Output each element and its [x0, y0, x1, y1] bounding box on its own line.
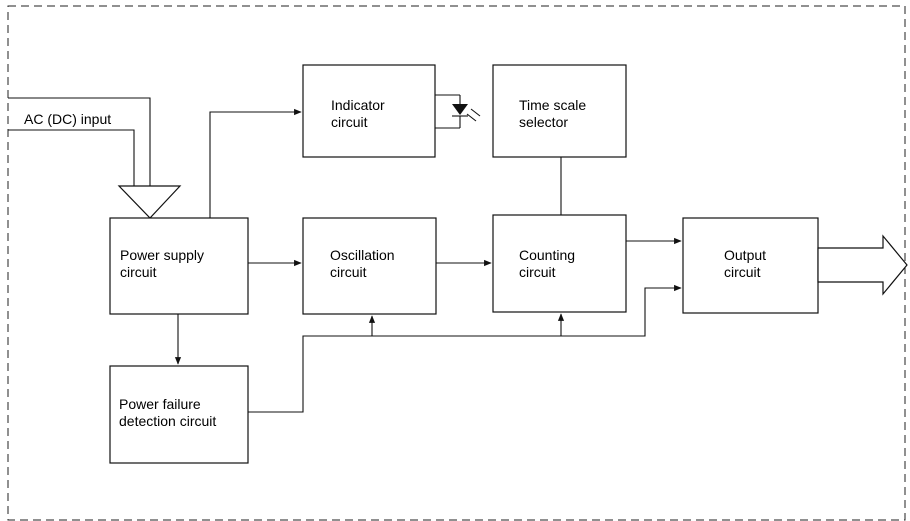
- block-oscillation-line1: Oscillation: [330, 247, 395, 263]
- block-time-scale: Time scale selector: [492, 64, 627, 158]
- block-oscillation-line2: circuit: [330, 264, 367, 280]
- indicator-led-icon: [435, 94, 481, 129]
- output-arrow-icon: [817, 234, 908, 296]
- block-output-line1: Output: [724, 247, 766, 263]
- block-indicator: Indicator circuit: [302, 64, 436, 158]
- block-counting-line1: Counting: [519, 247, 575, 263]
- block-power-supply: Power supply circuit: [109, 217, 249, 315]
- block-indicator-line2: circuit: [331, 114, 368, 130]
- block-output-line2: circuit: [724, 264, 761, 280]
- input-label: AC (DC) input: [24, 111, 111, 127]
- block-time-scale-line1: Time scale: [519, 97, 586, 113]
- block-time-scale-line2: selector: [519, 114, 568, 130]
- block-power-supply-line1: Power supply: [120, 247, 204, 263]
- block-output: Output circuit: [682, 217, 819, 314]
- block-power-failure-line1: Power failure: [119, 396, 201, 412]
- block-oscillation: Oscillation circuit: [302, 217, 437, 315]
- block-counting: Counting circuit: [492, 214, 627, 313]
- block-counting-line2: circuit: [519, 264, 556, 280]
- block-indicator-line1: Indicator: [331, 97, 385, 113]
- connections: [174, 108, 682, 413]
- input-lines: [8, 97, 151, 186]
- block-power-failure-line2: detection circuit: [119, 413, 216, 429]
- input-arrow-icon: [117, 185, 182, 219]
- block-power-failure: Power failure detection circuit: [109, 365, 249, 464]
- block-power-supply-line2: circuit: [120, 264, 157, 280]
- enclosure-frame: [7, 5, 906, 521]
